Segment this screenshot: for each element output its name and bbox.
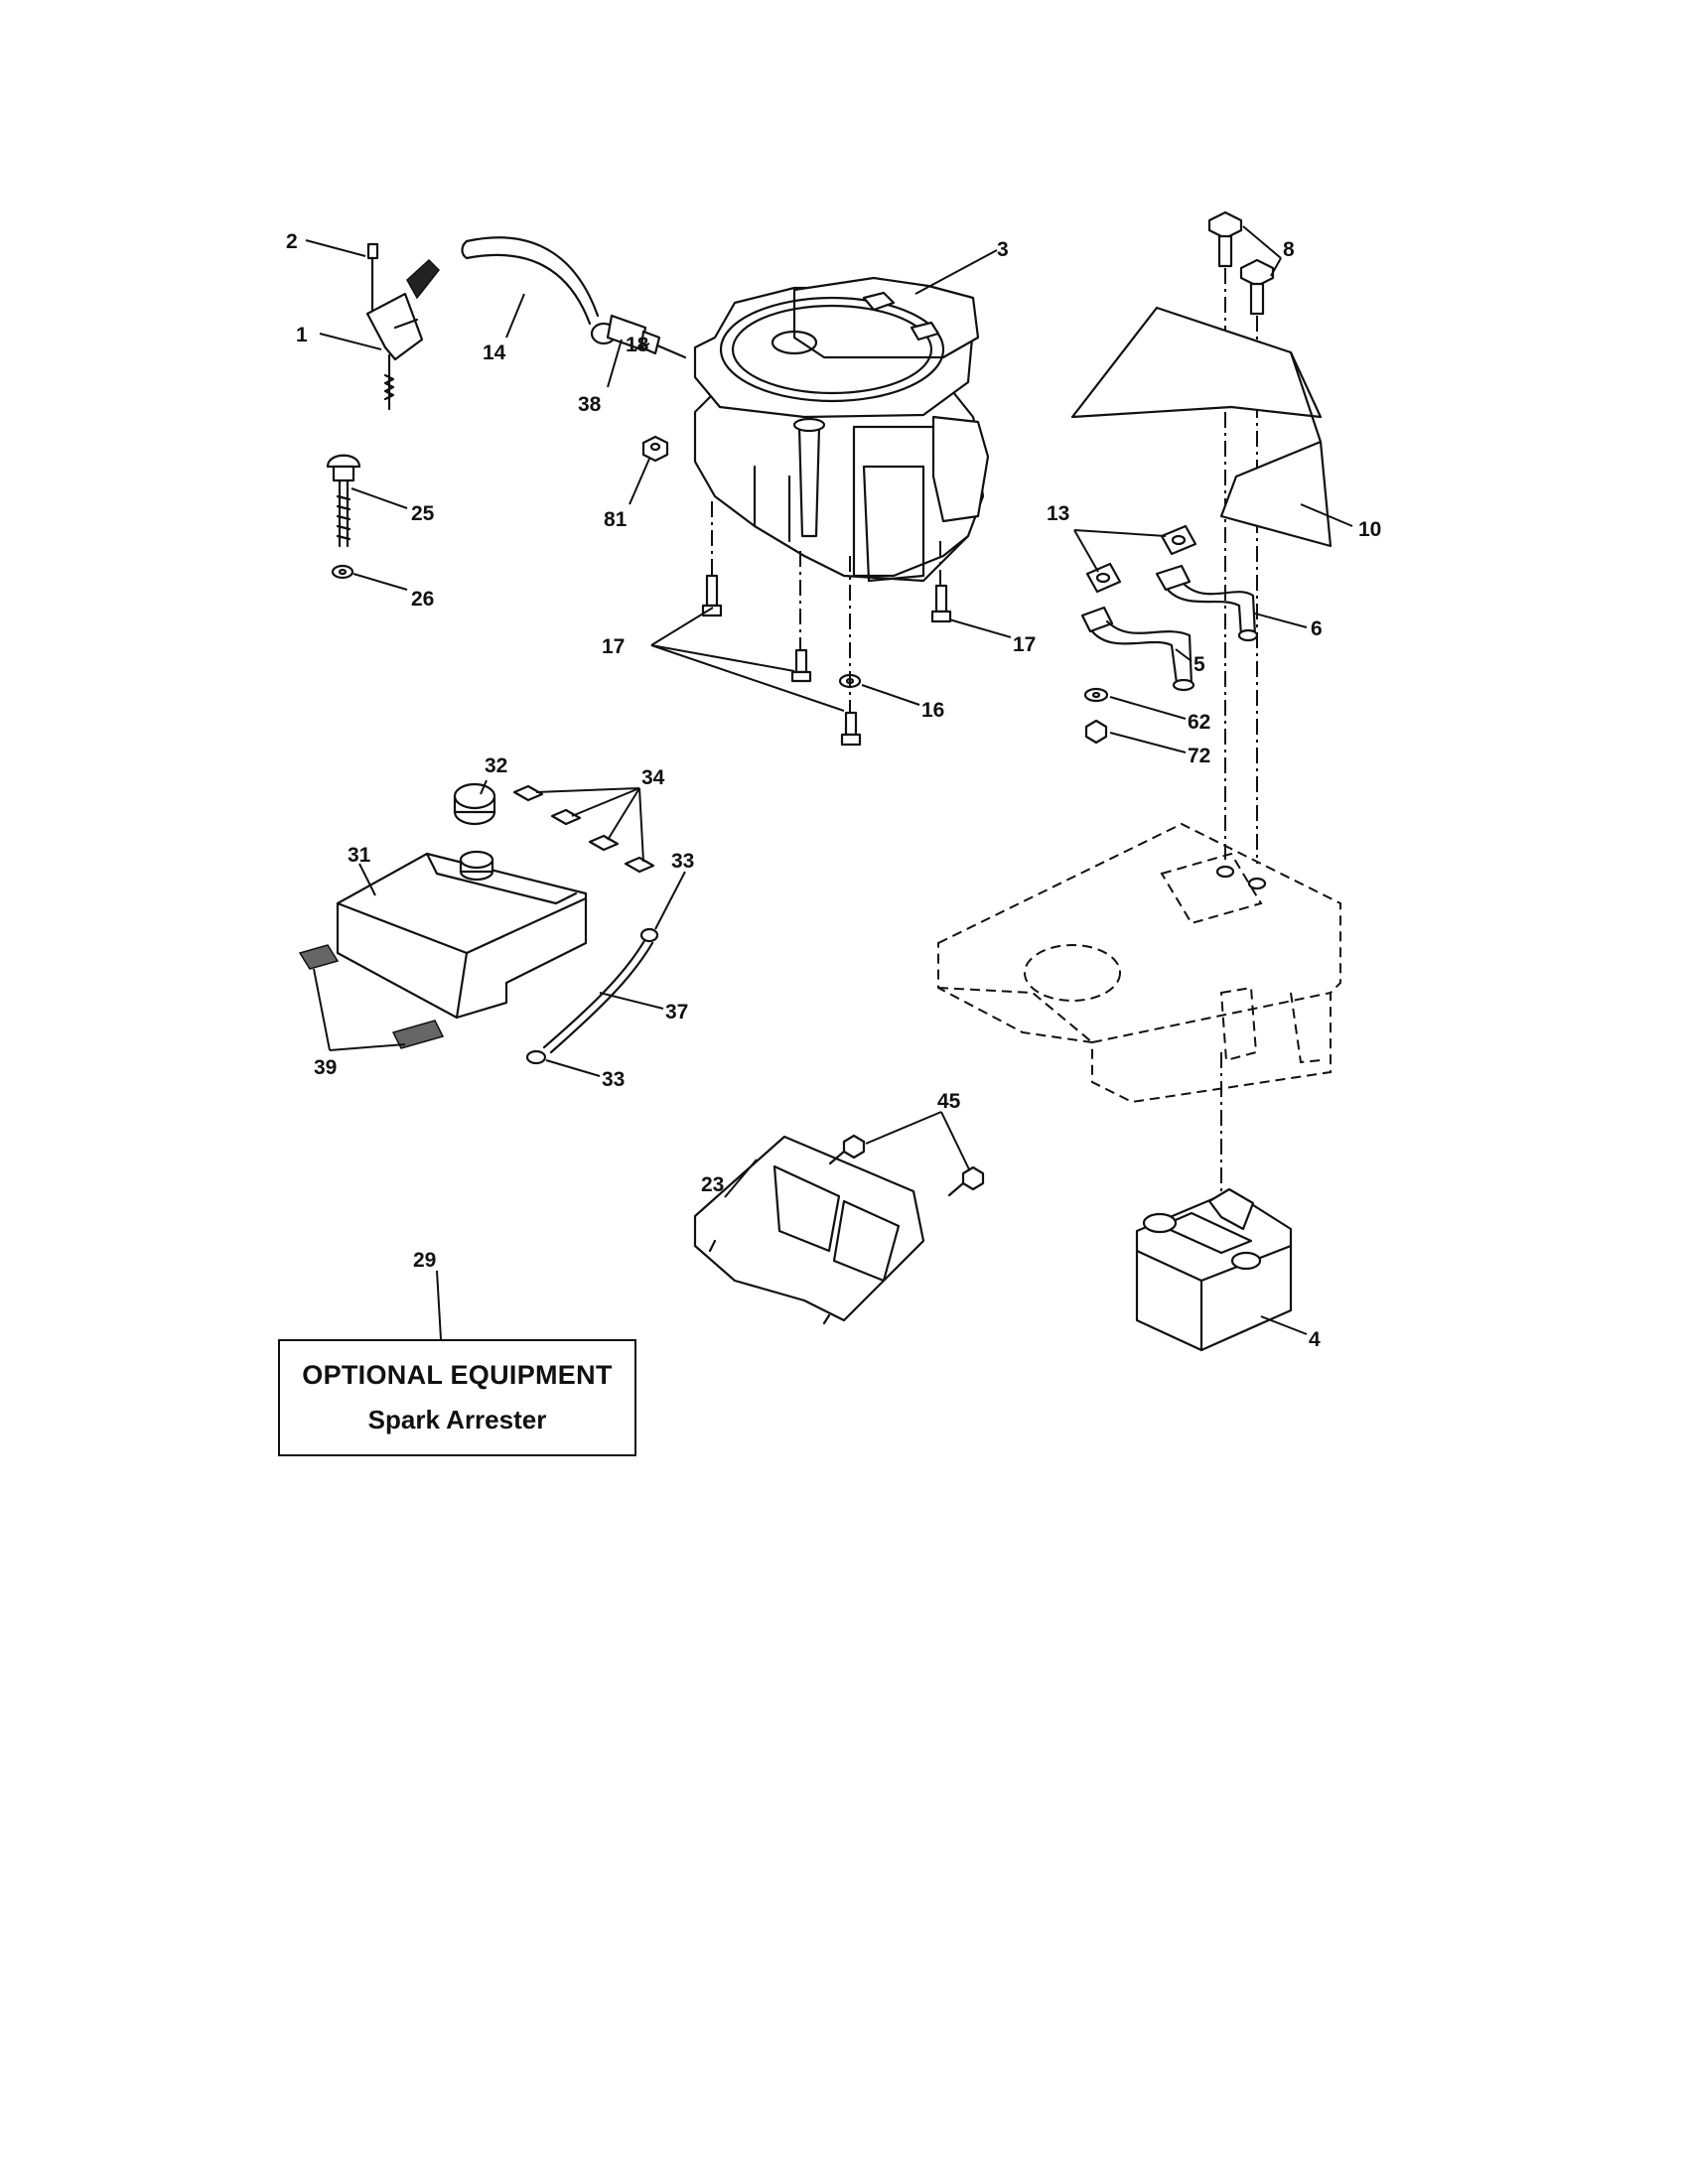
exhaust-pipe-right-part bbox=[1155, 564, 1259, 642]
hex-nut-part bbox=[1084, 719, 1108, 745]
callout-3: 3 bbox=[997, 238, 1009, 261]
throttle-control-part bbox=[365, 242, 441, 411]
callout-39: 39 bbox=[314, 1056, 337, 1079]
callout-45: 45 bbox=[937, 1090, 961, 1113]
callout-2: 2 bbox=[286, 230, 298, 253]
air-cleaner-base-part bbox=[336, 850, 588, 1020]
washer-part bbox=[331, 564, 354, 580]
callout-34: 34 bbox=[641, 766, 665, 789]
optional-equipment-box: OPTIONAL EQUIPMENT Spark Arrester bbox=[278, 1339, 636, 1456]
callout-23: 23 bbox=[701, 1173, 724, 1196]
leader-lines bbox=[305, 225, 1353, 1340]
callout-6: 6 bbox=[1311, 617, 1323, 640]
callout-13: 13 bbox=[1047, 502, 1069, 525]
callout-5: 5 bbox=[1193, 653, 1205, 676]
carriage-bolt-part bbox=[326, 454, 361, 548]
callout-17-right: 17 bbox=[1013, 633, 1036, 656]
spark-arrester-label: Spark Arrester bbox=[367, 1405, 547, 1434]
exhaust-pipe-left-part bbox=[1080, 606, 1195, 692]
muffler-part bbox=[1135, 1187, 1293, 1352]
mounting-bolts-part bbox=[828, 1134, 985, 1197]
callout-72: 72 bbox=[1188, 745, 1210, 767]
callout-29: 29 bbox=[413, 1249, 436, 1272]
callout-33-bottom: 33 bbox=[602, 1068, 625, 1091]
nut-part bbox=[641, 435, 669, 463]
callout-26: 26 bbox=[411, 588, 434, 611]
breather-tube-part bbox=[525, 927, 659, 1065]
callout-33-top: 33 bbox=[671, 850, 694, 873]
callout-81: 81 bbox=[604, 508, 628, 531]
callout-38: 38 bbox=[578, 393, 602, 416]
callout-8: 8 bbox=[1283, 238, 1295, 261]
exhaust-gaskets-part bbox=[1085, 524, 1197, 594]
callout-4: 4 bbox=[1309, 1328, 1321, 1351]
callout-16: 16 bbox=[921, 699, 944, 722]
callout-10: 10 bbox=[1358, 518, 1381, 541]
fuel-filter-part bbox=[590, 314, 687, 359]
fuel-line-part bbox=[461, 236, 600, 326]
shoulder-bolts-part bbox=[1207, 210, 1275, 316]
callout-62: 62 bbox=[1188, 711, 1210, 734]
foam-pads-part bbox=[512, 784, 655, 874]
callout-31: 31 bbox=[348, 844, 371, 867]
callout-17-left: 17 bbox=[602, 635, 625, 658]
heat-shield-part bbox=[1070, 306, 1333, 548]
flat-washer-part bbox=[1083, 687, 1109, 703]
optional-equipment-title: OPTIONAL EQUIPMENT bbox=[302, 1360, 613, 1390]
engine-part bbox=[693, 276, 990, 583]
callout-14: 14 bbox=[483, 341, 506, 364]
chassis-frame bbox=[937, 822, 1341, 1104]
callout-labels: 2 1 14 18 38 3 81 25 26 17 17 16 8 10 13… bbox=[286, 230, 1381, 1351]
foam-strips-part bbox=[298, 944, 445, 1049]
engine-bolts-part bbox=[701, 574, 952, 747]
air-cleaner-cap-part bbox=[453, 782, 496, 826]
mounting-plate-part bbox=[693, 1135, 925, 1325]
callout-18: 18 bbox=[626, 334, 649, 356]
callout-25: 25 bbox=[411, 502, 435, 525]
callout-32: 32 bbox=[485, 754, 507, 777]
callout-37: 37 bbox=[665, 1001, 688, 1024]
callout-1: 1 bbox=[296, 324, 308, 346]
